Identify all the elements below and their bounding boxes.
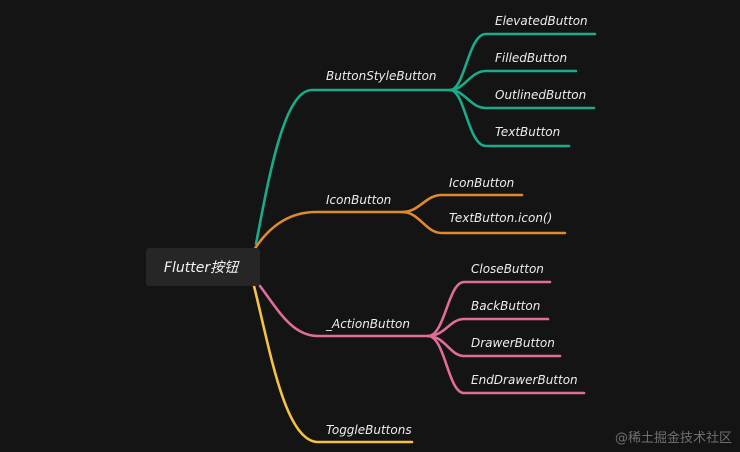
leaf-label-drawerbutton: DrawerButton bbox=[471, 336, 555, 350]
watermark: @稀土掘金技术社区 bbox=[614, 431, 732, 446]
connector-backbutton bbox=[426, 317, 550, 338]
branch-label-iconbutton: IconButton bbox=[326, 193, 392, 207]
leaf-label-elevatedbutton: ElevatedButton bbox=[495, 14, 588, 28]
leaf-label-enddrawerbutton: EndDrawerButton bbox=[471, 373, 578, 387]
root-node-label: Flutter按钮 bbox=[163, 260, 239, 276]
leaf-label-iconbutton: IconButton bbox=[449, 176, 515, 190]
branch-togglebuttons-lines bbox=[252, 284, 414, 444]
connector-root-to-actionbutton bbox=[258, 284, 430, 338]
leaf-label-textbutton-icon: TextButton.icon() bbox=[449, 211, 553, 225]
connector-textbutton-icon bbox=[400, 210, 567, 235]
connector-closebutton bbox=[426, 280, 552, 338]
connector-root-to-iconbutton bbox=[252, 210, 404, 252]
root-node: Flutter按钮 bbox=[146, 248, 260, 286]
leaf-label-backbutton: BackButton bbox=[471, 299, 541, 313]
connector-elevatedbutton bbox=[448, 32, 597, 92]
connector-iconbutton-child bbox=[400, 193, 524, 214]
branch-actionbutton-lines bbox=[258, 280, 586, 395]
connector-enddrawerbutton bbox=[426, 334, 586, 395]
leaf-label-outlinedbutton: OutlinedButton bbox=[495, 88, 587, 102]
branch-buttonstylebutton-lines bbox=[254, 32, 597, 246]
branch-label-actionbutton: _ActionButton bbox=[326, 317, 410, 331]
leaf-label-closebutton: CloseButton bbox=[471, 262, 544, 276]
connector-root-to-buttonstylebutton bbox=[254, 88, 452, 246]
connector-root-to-togglebuttons bbox=[252, 284, 414, 444]
branch-iconbutton-lines bbox=[252, 193, 567, 252]
connector-textbutton bbox=[448, 88, 571, 148]
leaf-label-filledbutton: FilledButton bbox=[495, 51, 568, 65]
leaf-label-textbutton: TextButton bbox=[495, 125, 561, 139]
branch-label-togglebuttons: ToggleButtons bbox=[326, 423, 412, 437]
branch-label-buttonstylebutton: ButtonStyleButton bbox=[326, 69, 437, 83]
